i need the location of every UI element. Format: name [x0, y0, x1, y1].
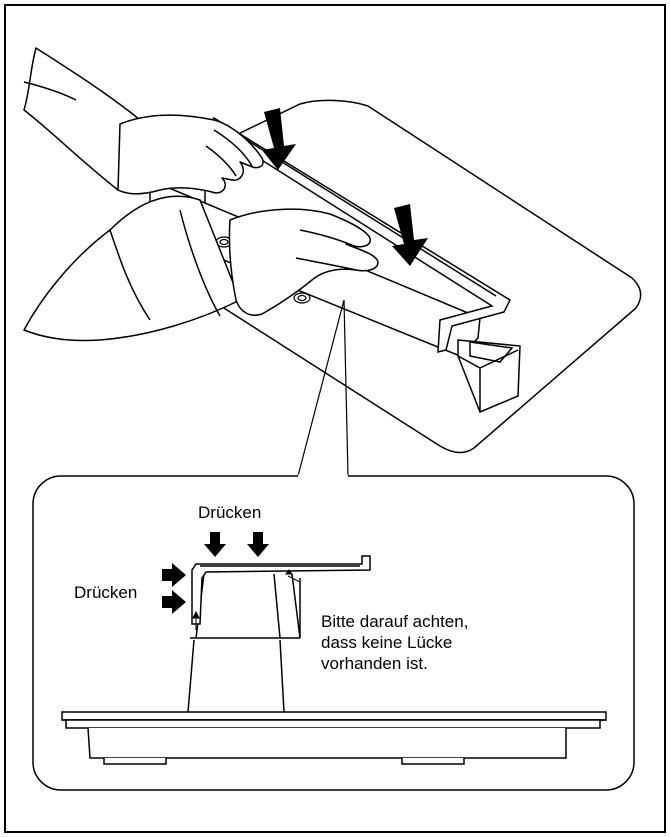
gap-note-line-1: Bitte darauf achten, — [321, 612, 469, 631]
strip-profile — [191, 555, 371, 625]
tube-profile — [187, 573, 301, 713]
hands — [23, 47, 379, 342]
down-arrow-icon — [262, 108, 296, 170]
gap-note-line-3: vorhanden ist. — [321, 654, 428, 673]
gap-pointers — [192, 569, 301, 630]
down-arrow-icon — [204, 532, 226, 557]
gap-note-line-2: dass keine Lücke — [321, 633, 453, 652]
down-arrow-icon — [247, 532, 269, 557]
base-plate-side — [61, 711, 607, 765]
down-arrow-icon — [392, 204, 428, 266]
press-label-top: Drücken — [198, 503, 262, 522]
callout-lines — [297, 299, 349, 477]
right-arrow-icon — [162, 590, 186, 614]
right-arrow-icon — [162, 563, 186, 587]
press-label-side: Drücken — [74, 583, 138, 602]
